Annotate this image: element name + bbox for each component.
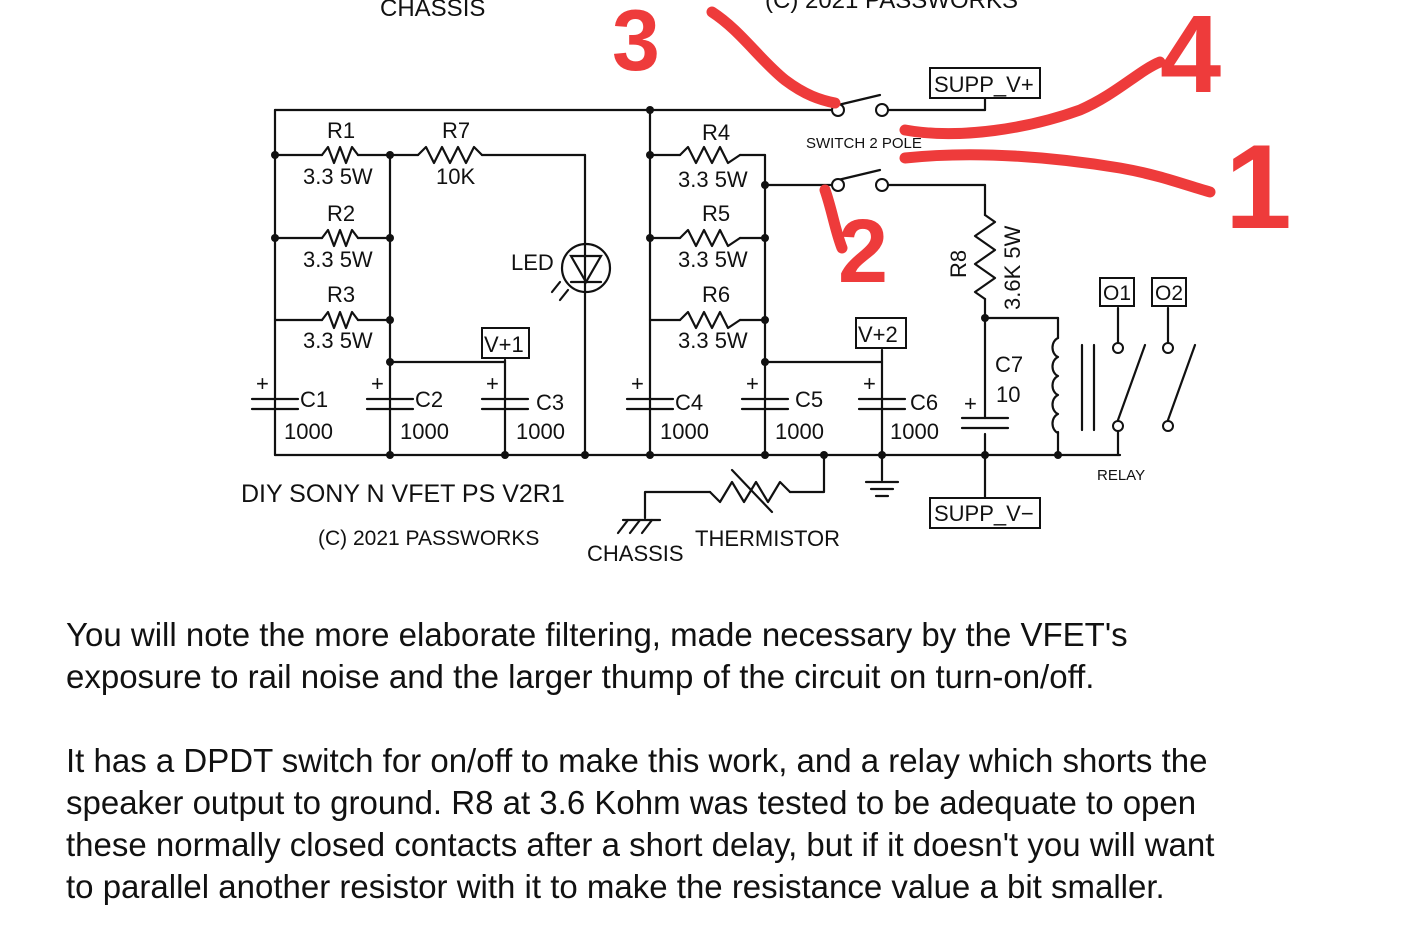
r2-ref: R2 [327,201,355,226]
c1-value: 1000 [284,419,333,444]
c3-value: 1000 [516,419,565,444]
c1-ref: C1 [300,387,328,412]
para2-line1: It has a DPDT switch for on/off to make … [66,742,1208,779]
top-copyright-text: (C) 2021 PASSWORKS [765,0,1018,14]
para1-line1: You will note the more elaborate filteri… [66,616,1128,653]
para1-line2: exposure to rail noise and the larger th… [66,658,1095,695]
c5-ref: C5 [795,387,823,412]
paragraph-switch-relay: It has a DPDT switch for on/off to make … [66,740,1366,908]
r1-ref: R1 [327,118,355,143]
r4-value: 3.3 5W [678,167,748,192]
r2-value: 3.3 5W [303,247,373,272]
r3-value: 3.3 5W [303,328,373,353]
annotation-4: 4 [1160,0,1221,116]
v2-label: V+2 [858,322,898,347]
r7-ref: R7 [442,118,470,143]
para2-line3: these normally closed contacts after a s… [66,826,1215,863]
handwritten-annotations: 3 4 1 2 [612,0,1292,302]
para2-line2: speaker output to ground. R8 at 3.6 Kohm… [66,784,1197,821]
supp-vplus-port [929,67,1041,99]
r4-ref: R4 [702,120,730,145]
switch-label: SWITCH 2 POLE [806,135,922,152]
supp-vminus-label: SUPP_V− [934,501,1034,526]
capacitor-plates [250,397,1010,430]
chassis-label: CHASSIS [587,541,684,566]
wiring [273,93,1197,535]
c4-value: 1000 [660,419,709,444]
para2-line4: to parallel another resistor with it to … [66,868,1165,905]
c7-ref: C7 [995,352,1023,377]
v2-port [855,317,907,349]
switch-contacts [831,103,1174,432]
o2-label: O2 [1155,282,1183,305]
v1-port [481,327,530,359]
junction-dots [271,106,1062,459]
c2-ref: C2 [415,387,443,412]
c4-polarity: + [631,371,644,396]
thermistor-label: THERMISTOR [695,526,840,551]
o1-label: O1 [1103,282,1131,305]
annotation-3: 3 [612,0,660,89]
power-supply-schematic: CHASSIS (C) 2021 PASSWORKS [241,0,1292,566]
supp-vminus-port [929,497,1041,529]
c1-polarity: + [256,371,269,396]
c2-value: 1000 [400,419,449,444]
r8-ref: R8 [946,250,971,278]
annotation-1: 1 [1225,120,1292,254]
paragraph-filtering: You will note the more elaborate filteri… [66,614,1366,698]
r8-value: 3.6K 5W [1000,225,1025,310]
c5-value: 1000 [775,419,824,444]
schematic-title: DIY SONY N VFET PS V2R1 [241,480,565,508]
c2-polarity: + [371,371,384,396]
top-chassis-text: CHASSIS [380,0,485,22]
v1-label: V+1 [484,332,524,357]
schematic-copyright: (C) 2021 PASSWORKS [318,527,539,550]
c7-value: 10 [996,382,1020,407]
r7-value: 10K [436,164,475,189]
o2-port [1151,277,1187,307]
r6-value: 3.3 5W [678,328,748,353]
c5-polarity: + [746,371,759,396]
r1-value: 3.3 5W [303,164,373,189]
r6-ref: R6 [702,282,730,307]
r5-ref: R5 [702,201,730,226]
c3-polarity: + [486,371,499,396]
c4-ref: C4 [675,390,703,415]
resistor-zigzags [320,145,742,330]
r3-ref: R3 [327,282,355,307]
c6-ref: C6 [910,390,938,415]
o1-port [1099,277,1135,307]
c6-value: 1000 [890,419,939,444]
c3-ref: C3 [536,390,564,415]
r5-value: 3.3 5W [678,247,748,272]
supp-vplus-label: SUPP_V+ [934,72,1034,97]
c7-polarity: + [964,391,977,416]
c6-polarity: + [863,371,876,396]
led-symbol [550,242,612,302]
annotation-2: 2 [838,202,888,302]
led-label: LED [511,250,554,275]
relay-label: RELAY [1097,467,1145,484]
